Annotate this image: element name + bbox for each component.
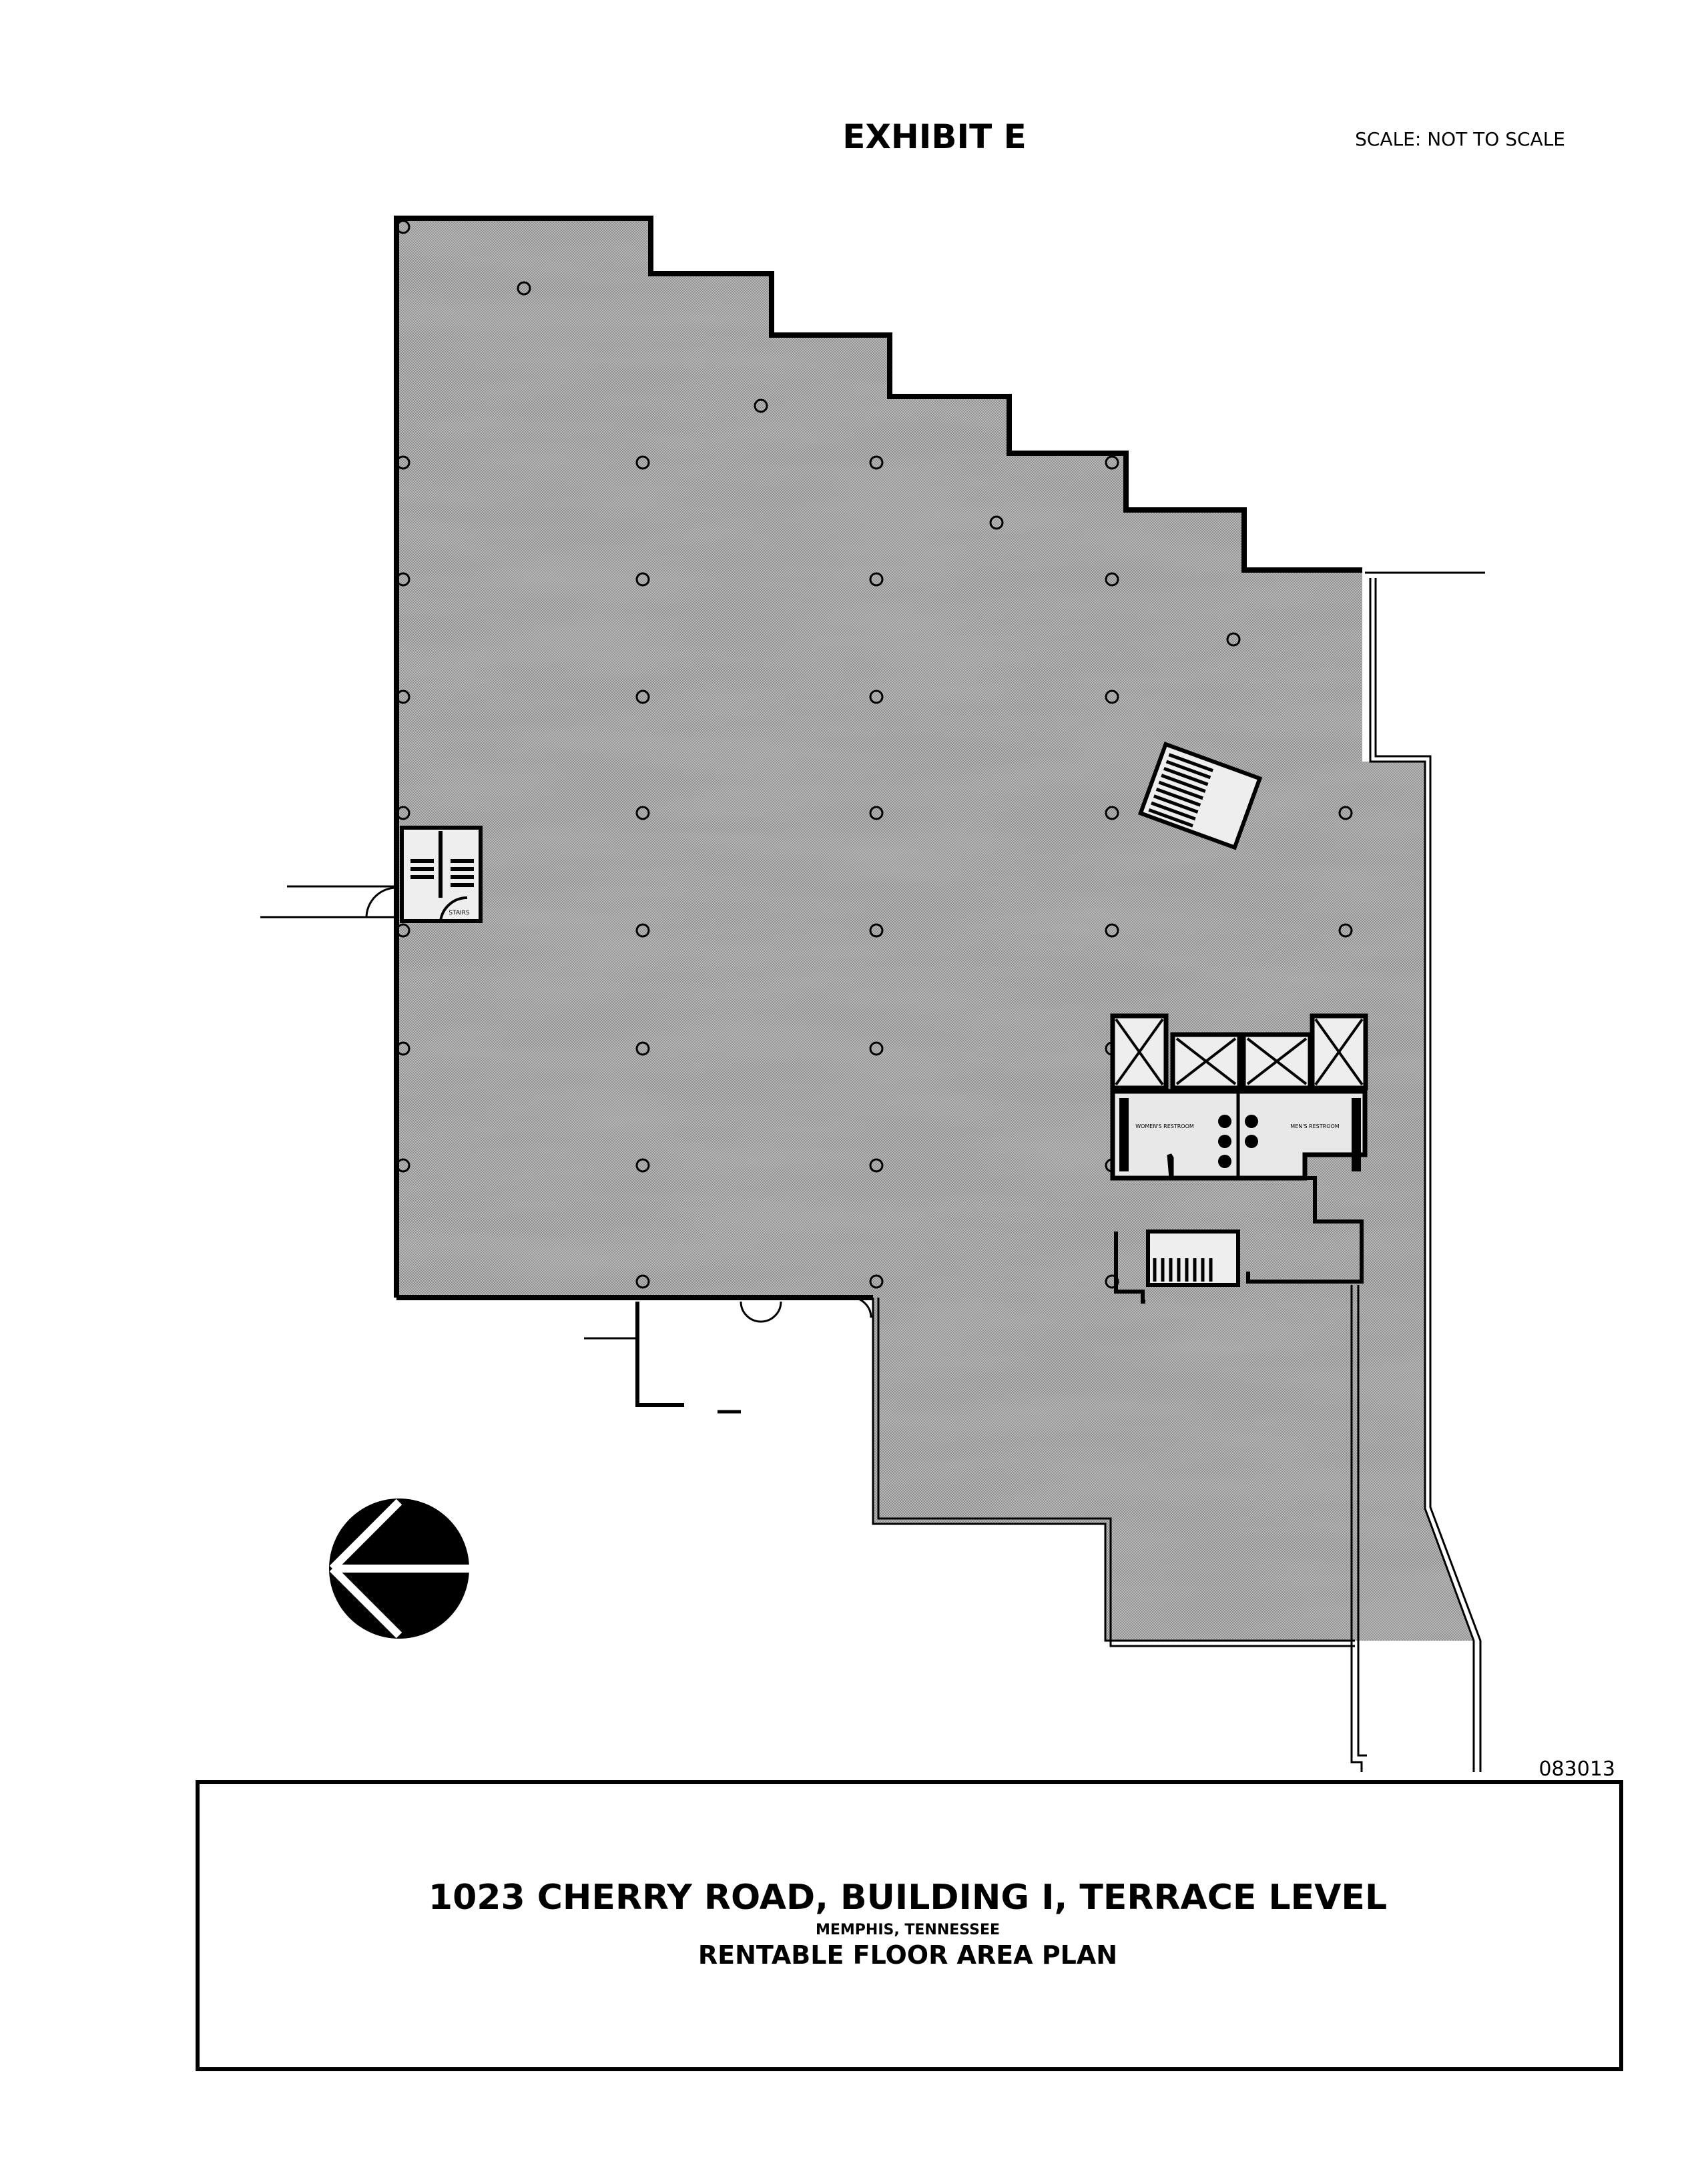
title-block: 1023 CHERRY ROAD, BUILDING I, TERRACE LE…: [196, 1780, 1623, 2071]
column-marker: [635, 1274, 650, 1289]
column-marker: [396, 923, 410, 938]
column-marker: [635, 1041, 650, 1056]
column-marker: [869, 1158, 884, 1173]
column-marker: [635, 690, 650, 704]
building-walls: [260, 216, 1485, 1772]
column-marker: [1105, 690, 1119, 704]
column-marker: [635, 455, 650, 470]
core-stair: [1114, 1176, 1364, 1304]
column-marker: [1105, 455, 1119, 470]
column-marker: [1105, 923, 1119, 938]
plan-title: 1023 CHERRY ROAD, BUILDING I, TERRACE LE…: [429, 1878, 1387, 1918]
column-marker: [635, 806, 650, 820]
column-marker: [1226, 632, 1241, 647]
plan-location: MEMPHIS, TENNESSEE: [816, 1922, 1000, 1938]
column-marker: [1105, 572, 1119, 587]
north-arrow-icon: [329, 1498, 471, 1639]
column-marker: [1338, 806, 1353, 820]
column-marker: [396, 1158, 410, 1173]
column-marker: [635, 1158, 650, 1173]
column-marker: [869, 572, 884, 587]
column-marker: [869, 806, 884, 820]
column-marker: [1105, 806, 1119, 820]
column-marker: [396, 806, 410, 820]
rentable-area: [396, 218, 1474, 1641]
feature-stair: [1137, 742, 1263, 850]
column-marker: [396, 1041, 410, 1056]
column-marker: [517, 281, 531, 296]
column-marker: [396, 690, 410, 704]
restrooms: WOMEN'S RESTROOM MEN'S RESTROOM: [1110, 1089, 1368, 1181]
column-marker: [869, 1274, 884, 1289]
stairs-label: STAIRS: [449, 910, 470, 916]
column-marker: [1338, 923, 1353, 938]
mens-restroom-label: MEN'S RESTROOM: [1290, 1123, 1339, 1129]
column-marker: [396, 220, 410, 234]
structural-columns: [396, 220, 1353, 1289]
column-marker: [635, 572, 650, 587]
elevator-core: [1110, 1013, 1368, 1091]
column-marker: [869, 690, 884, 704]
drawing-number: 083013: [1538, 1757, 1615, 1781]
exhibit-label: EXHIBIT E: [842, 117, 1027, 156]
column-marker: [754, 398, 768, 413]
scale-note: SCALE: NOT TO SCALE: [1355, 128, 1565, 150]
column-marker: [869, 1041, 884, 1056]
womens-restroom-label: WOMEN'S RESTROOM: [1135, 1123, 1194, 1129]
column-marker: [635, 923, 650, 938]
column-marker: [869, 923, 884, 938]
west-stair: STAIRS: [400, 826, 483, 923]
column-marker: [989, 515, 1004, 530]
plan-subtitle: RENTABLE FLOOR AREA PLAN: [698, 1940, 1117, 1970]
column-marker: [396, 455, 410, 470]
column-marker: [396, 572, 410, 587]
column-marker: [869, 455, 884, 470]
